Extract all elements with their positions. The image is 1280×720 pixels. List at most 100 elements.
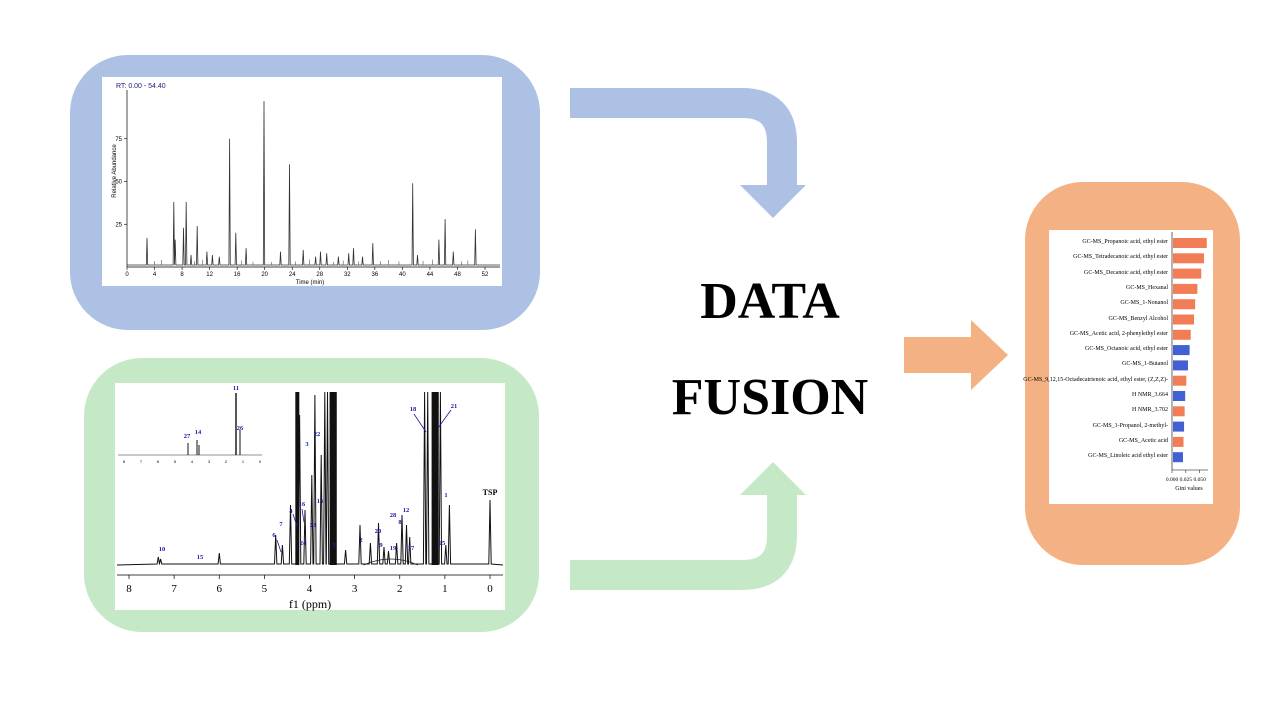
nmr-inset-tick-label: 0 xyxy=(259,459,262,464)
nmr-peak-label: 2 xyxy=(359,537,362,544)
gc-x-tick-label: 36 xyxy=(372,272,379,278)
gini-bar-label: GC-MS_Octanoic acid, ethyl ester xyxy=(1085,346,1168,353)
nmr-peak-label: 19 xyxy=(390,545,397,552)
gc-x-tick-label: 28 xyxy=(316,272,323,278)
gini-bar-label: GC-MS_Linoleic acid ethyl ester xyxy=(1088,453,1168,460)
gini-bar-label: GC-MS_Acetic acid xyxy=(1118,437,1168,444)
nmr-x-tick-label: 8 xyxy=(126,583,132,595)
nmr-peak-label: 18 xyxy=(410,406,417,413)
gini-x-tick-label: 0.050 xyxy=(1194,477,1207,483)
gc-y-tick-label: 25 xyxy=(115,222,122,228)
gini-bar-label: GC-MS_9,12,15-Octadecatrienoic acid, eth… xyxy=(1023,376,1168,383)
nmr-inset-peak-label: 14 xyxy=(195,429,202,436)
gc-x-tick-label: 20 xyxy=(261,272,268,278)
nmr-x-tick-label: 1 xyxy=(442,583,448,595)
nmr-x-tick-label: 3 xyxy=(352,583,358,595)
nmr-peak-label: 12 xyxy=(403,507,410,514)
nmr-label-pointer xyxy=(413,413,427,433)
gc-x-tick-label: 0 xyxy=(125,272,129,278)
gini-bar xyxy=(1173,268,1202,279)
fusion-label: FUSION xyxy=(671,369,869,426)
gini-bar-label: GC-MS_Propanoic acid, ethyl ester xyxy=(1082,239,1168,245)
gini-bar xyxy=(1173,345,1190,356)
nmr-peak-label: 28 xyxy=(390,512,397,519)
gc-arrow-head xyxy=(740,185,806,218)
nmr-x-tick-label: 5 xyxy=(262,583,268,595)
nmr-x-tick-label: 7 xyxy=(171,583,177,595)
nmr-x-tick-label: 6 xyxy=(217,583,223,595)
nmr-major-peak xyxy=(329,392,335,565)
gini-bar-label: H NMR_3.664 xyxy=(1131,392,1168,398)
gini-bar-label: GC-MS_1-Butanol xyxy=(1121,361,1168,368)
nmr-arrow-head xyxy=(740,462,806,495)
nmr-label-pointer xyxy=(437,409,452,429)
nmr-peak-label: 16 xyxy=(299,501,306,508)
nmr-peak-label: 20 xyxy=(375,528,382,535)
nmr-peak-label: 5 xyxy=(332,542,336,549)
nmr-x-tick-label: 4 xyxy=(307,583,313,595)
result-arrow-head xyxy=(971,320,1008,390)
nmr-inset-tick-label: 5 xyxy=(174,459,177,464)
gc-y-tick-label: 75 xyxy=(115,137,122,143)
nmr-peak-label: 9 xyxy=(379,542,383,549)
gini-bar xyxy=(1173,253,1205,264)
gc-y-tick-label: 50 xyxy=(115,180,122,186)
gc-x-tick-label: 32 xyxy=(344,272,351,278)
gini-bar xyxy=(1173,421,1185,432)
nmr-inset-tick-label: 7 xyxy=(140,459,143,464)
gc-x-tick-label: 40 xyxy=(399,272,406,278)
gini-bar xyxy=(1173,283,1198,294)
gc-ms-chromatogram xyxy=(102,77,502,286)
result-arrow-body xyxy=(904,337,972,373)
gini-x-tick-label: 0.025 xyxy=(1180,477,1193,483)
gc-trace xyxy=(127,101,500,266)
gini-bar-label: GC-MS_1-Propanol, 2-methyl- xyxy=(1092,422,1168,429)
nmr-inset-tick-label: 6 xyxy=(157,459,160,464)
nmr-baseline-hump xyxy=(363,558,418,566)
gini-bar-label: GC-MS_1-Nonanol xyxy=(1120,300,1168,307)
gc-x-tick-label: 8 xyxy=(180,272,184,278)
gini-bar xyxy=(1173,314,1195,325)
gc-retention-range: RT: 0.00 - 54.40 xyxy=(116,83,166,90)
nmr-inset-peak-label: 11 xyxy=(233,385,239,392)
nmr-major-peak xyxy=(295,392,300,565)
nmr-peak-label: TSP xyxy=(483,488,498,497)
nmr-major-peak xyxy=(431,392,436,565)
nmr-peak-label: 21 xyxy=(451,403,458,410)
gc-x-tick-label: 4 xyxy=(153,272,157,278)
nmr-peak-label: 3 xyxy=(305,441,309,448)
nmr-inset-peak-label: 27 xyxy=(184,433,191,440)
nmr-peak-label: 25 xyxy=(439,540,446,547)
gc-arrow-body xyxy=(570,88,797,185)
nmr-major-peak xyxy=(434,392,439,565)
gini-bar xyxy=(1173,436,1184,447)
nmr-major-peak xyxy=(332,392,337,565)
gc-x-tick-label: 12 xyxy=(206,272,213,278)
nmr-peak-label: 22 xyxy=(314,431,321,438)
nmr-peak-label: 8 xyxy=(398,519,402,526)
gini-bar xyxy=(1173,406,1185,417)
nmr-inset-tick-label: 1 xyxy=(242,459,245,464)
nmr-peak-label: 17 xyxy=(408,545,415,552)
nmr-peak-label: 6 xyxy=(272,532,276,539)
gc-x-tick-label: 52 xyxy=(482,272,489,278)
gini-bar-label: GC-MS_Tetradecanoic acid, ethyl ester xyxy=(1073,254,1168,261)
gini-bar-label: GC-MS_Acetic acid, 2-phenylethyl ester xyxy=(1069,330,1168,337)
nmr-label-pointer xyxy=(301,508,305,523)
nmr-x-axis-label: f1 (ppm) xyxy=(288,597,332,611)
nmr-x-tick-label: 0 xyxy=(487,583,493,595)
data-label: DATA xyxy=(700,273,840,330)
nmr-inset-tick-label: 3 xyxy=(208,459,211,464)
gini-bar xyxy=(1173,452,1183,463)
nmr-peak-label: 7 xyxy=(279,521,283,528)
gc-x-tick-label: 24 xyxy=(289,272,296,278)
nmr-peak-label: 23 xyxy=(310,522,317,529)
nmr-peak-label: 1 xyxy=(444,492,447,499)
gini-bar xyxy=(1173,360,1188,371)
nmr-peak-label: 13 xyxy=(317,498,324,505)
nmr-label-pointer xyxy=(276,539,282,553)
gini-axis-label: Gini values xyxy=(1175,486,1203,492)
nmr-inset-tick-label: 2 xyxy=(225,459,228,464)
